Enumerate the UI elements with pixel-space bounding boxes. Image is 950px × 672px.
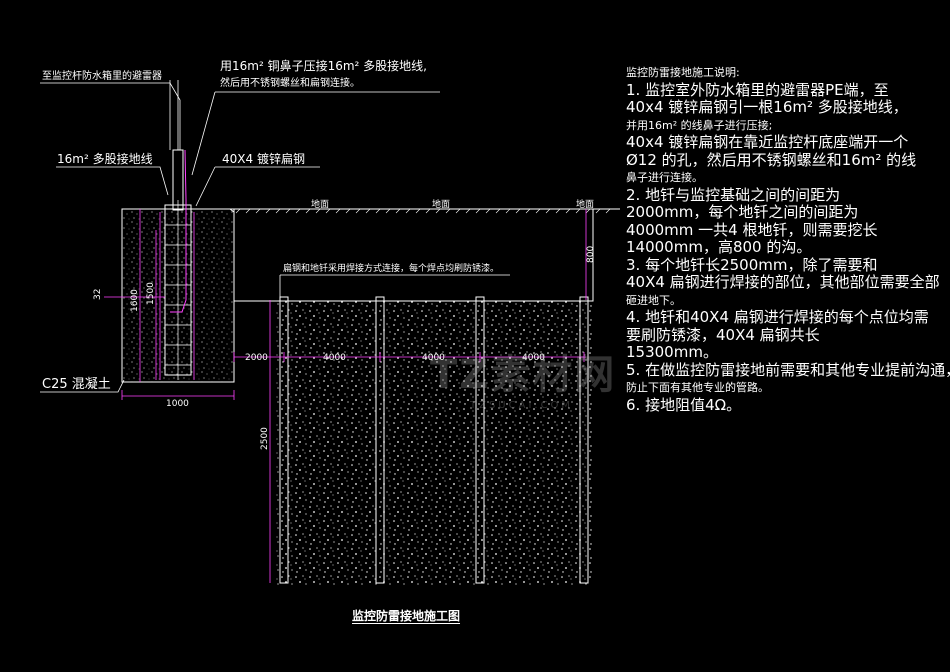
dimension-lines <box>104 209 587 583</box>
note-line: 并用16m² 的线鼻子进行压接; <box>626 118 773 132</box>
watermark-sub: TZSUCAI.COM <box>470 400 574 411</box>
label-connect-1: 用16m² 铜鼻子压接16m² 多股接地线, <box>220 58 427 73</box>
note-line: 3. 每个地钎长2500mm，除了需要和 <box>626 255 878 274</box>
note-line: 40x4 镀锌扁钢在靠近监控杆底座端开一个 <box>626 133 909 151</box>
ground-hatch <box>235 208 611 214</box>
label-wire-16: 16m² 多股接地线 <box>57 151 153 166</box>
leader-lines <box>40 82 510 393</box>
label-weld-note: 扁钢和地钎采用焊接方式连接，每个焊点均刷防锈漆。 <box>283 262 499 274</box>
note-line: 1. 监控室外防水箱里的避雷器PE端，至 <box>626 80 889 99</box>
dim-800: 800 <box>586 246 596 263</box>
label-ground-1: 地面 <box>311 198 329 210</box>
note-line: Ø12 的孔，然后用不锈钢螺丝和16m² 的线 <box>626 150 917 169</box>
note-line: 15300mm。 <box>626 343 718 361</box>
note-line: 2. 地钎与监控基础之间的间距为 <box>626 185 841 204</box>
ground-wire <box>170 149 187 313</box>
drawing-title: 监控防雷接地施工图 <box>352 609 461 623</box>
label-steel-flat: 40X4 镀锌扁钢 <box>222 152 305 166</box>
dim-2000: 2000 <box>245 353 268 363</box>
note-line: 监控防雷接地施工说明: <box>626 66 740 79</box>
trench-area <box>276 300 593 585</box>
dim-1500: 1500 <box>146 282 156 305</box>
label-concrete: C25 混凝土 <box>42 376 111 392</box>
note-line: 5. 在做监控防雷接地前需要和其他专业提前沟通， <box>626 360 950 379</box>
flat-steel-line <box>192 208 594 302</box>
note-line: 40x4 镀锌扁钢引一根16m² 多股接地线， <box>626 98 908 116</box>
dim-1000: 1000 <box>166 399 189 409</box>
label-connect-2: 然后用不锈钢螺丝和扁钢连接。 <box>220 76 360 89</box>
note-line: 4. 地钎和40X4 扁钢进行焊接的每个点位均需 <box>626 308 929 326</box>
label-ground-2: 地面 <box>432 198 450 210</box>
note-line: 4000mm 一共4 根地钎，则需要挖长 <box>626 220 878 239</box>
label-ground-3: 地面 <box>576 198 594 210</box>
dim-1600: 1600 <box>130 289 140 312</box>
note-line: 14000mm，高800 的沟。 <box>626 238 812 256</box>
dim-2500: 2500 <box>260 427 270 450</box>
note-line: 防止下面有其他专业的管路。 <box>626 381 769 394</box>
watermark: TZ素材网 <box>430 352 617 398</box>
note-line: 2000mm，每个地钎之间的间距为 <box>626 203 859 221</box>
dim-4000-c: 4000 <box>522 353 545 363</box>
dim-32: 32 <box>93 289 103 300</box>
note-line: 砸进地下。 <box>626 293 681 307</box>
note-line: 鼻子进行连接。 <box>626 171 703 184</box>
note-line: 要刷防锈漆，40X4 扁钢共长 <box>626 325 820 344</box>
note-line: 6. 接地阻值4Ω。 <box>626 395 742 414</box>
note-line: 40X4 扁钢进行焊接的部位，其他部位需要全部 <box>626 273 940 291</box>
earth-rods <box>279 296 589 584</box>
label-arrester: 至监控杆防水箱里的避雷器 <box>42 69 162 82</box>
dim-4000-a: 4000 <box>323 353 346 363</box>
dim-4000-b: 4000 <box>422 353 445 363</box>
